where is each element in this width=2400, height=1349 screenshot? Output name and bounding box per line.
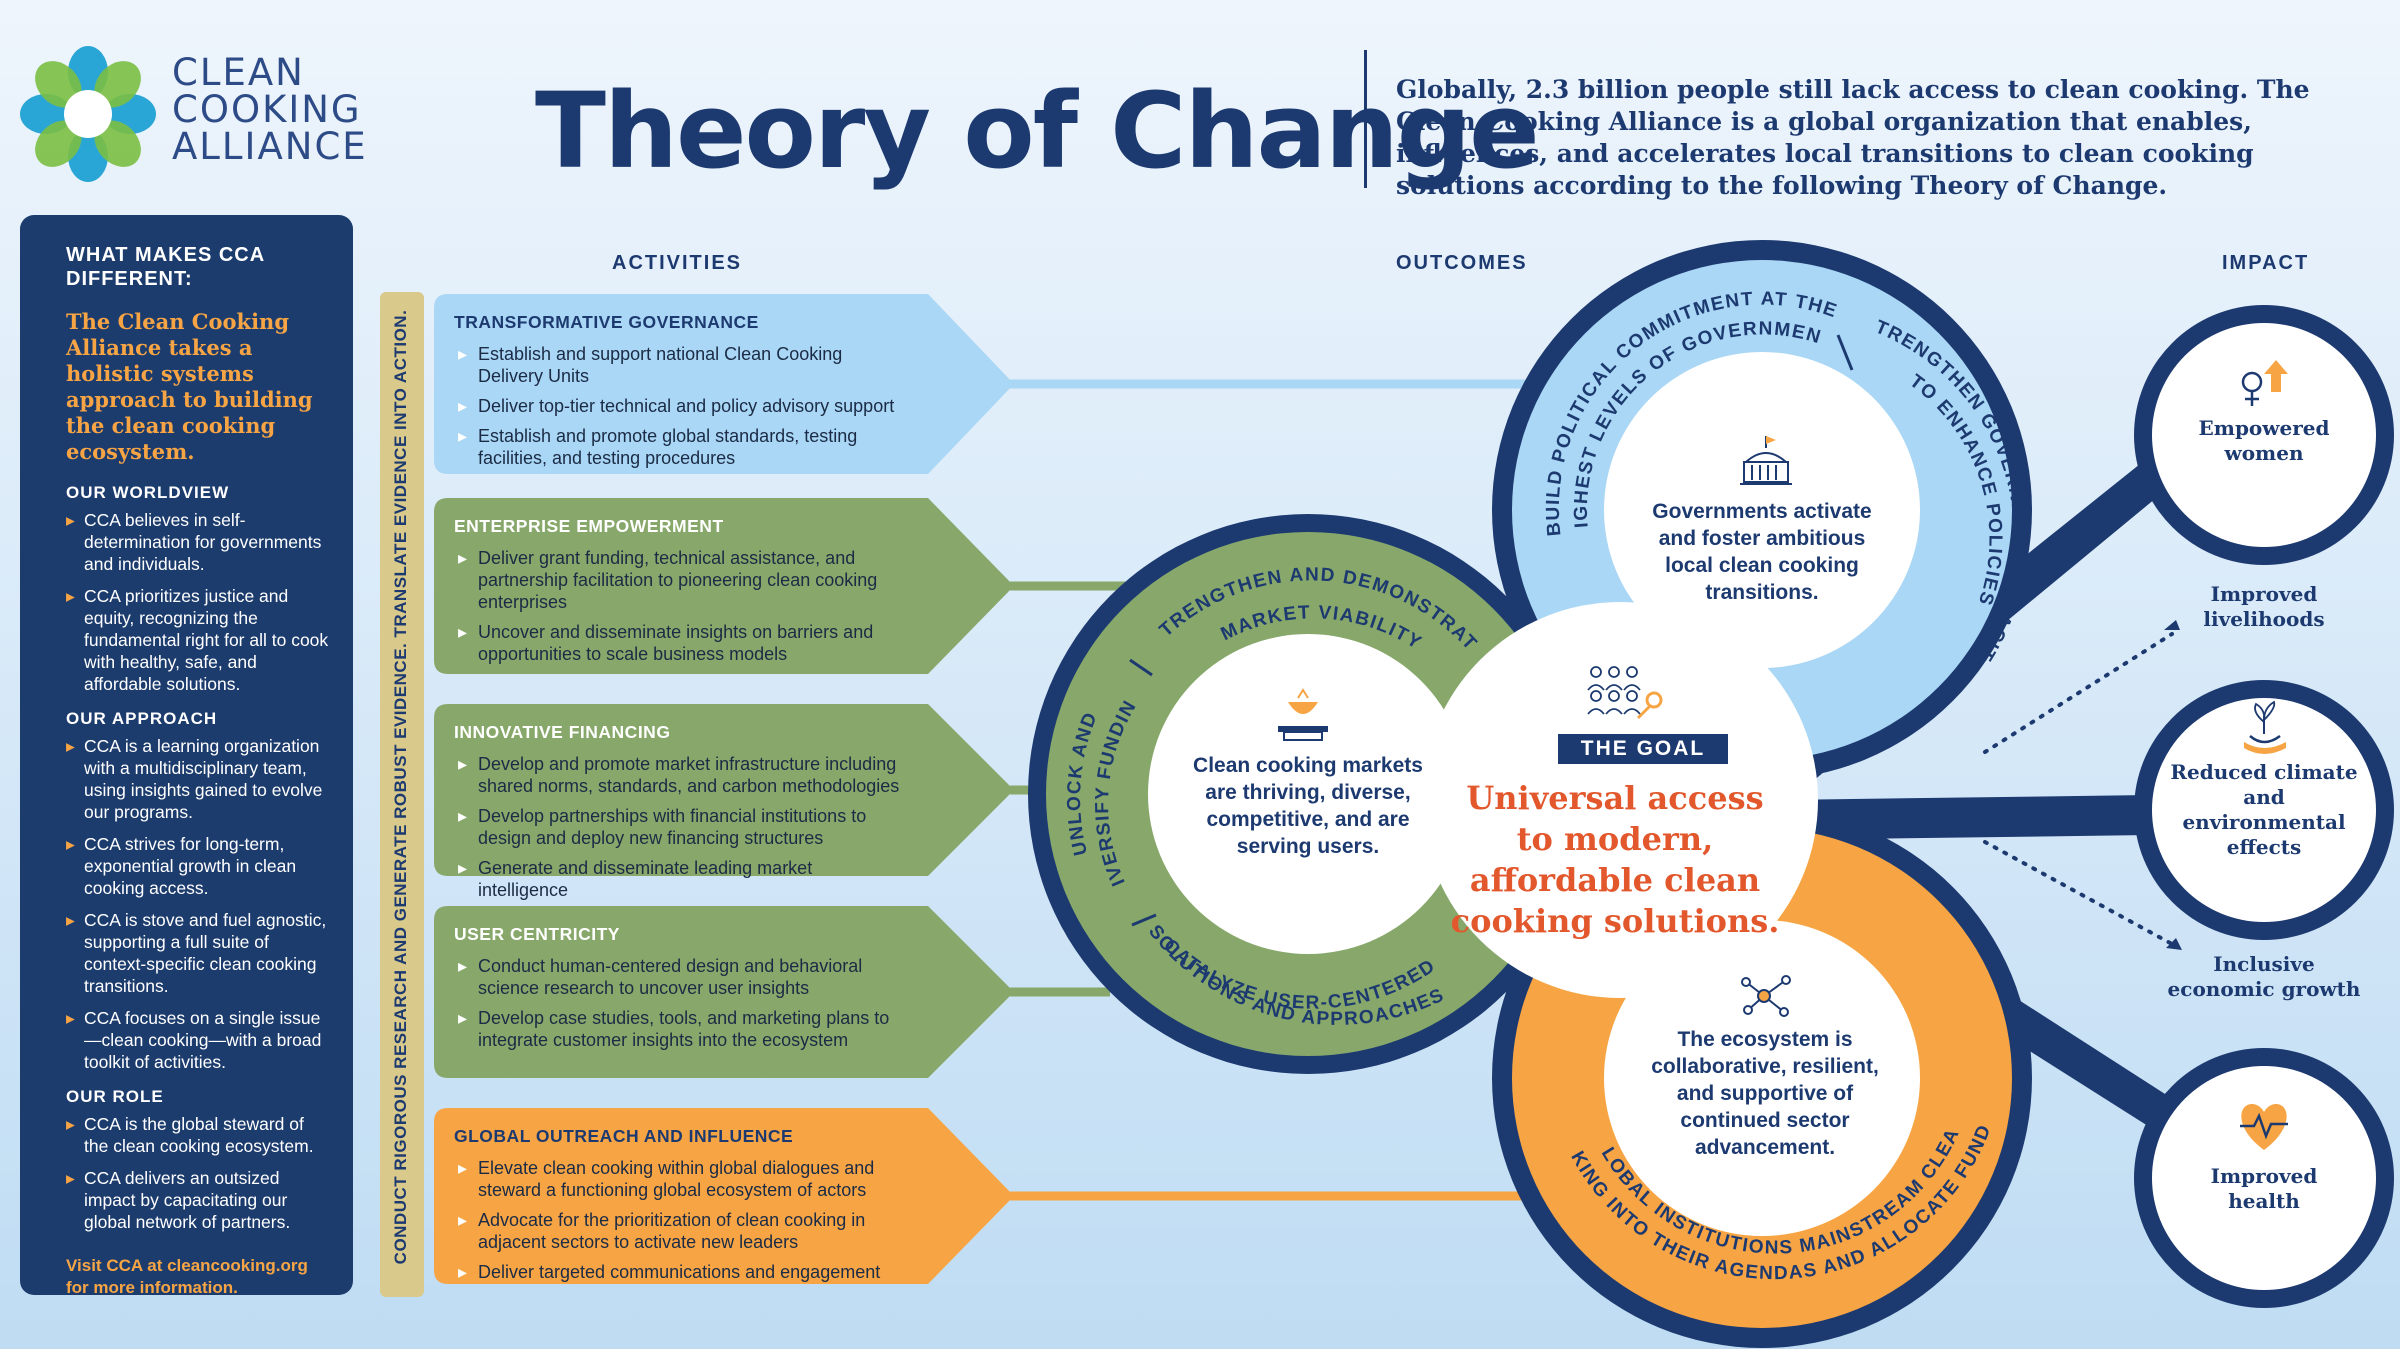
list-item: Develop and promote market infrastructur… <box>454 753 904 797</box>
impact-label-economic-growth: Inclusive economic growth <box>2167 952 2361 1001</box>
activity-title: USER CENTRICITY <box>454 924 620 944</box>
logo-wordmark: CLEAN COOKING ALLIANCE <box>172 54 368 165</box>
logo-line: ALLIANCE <box>172 125 368 168</box>
column-head-activities: ACTIVITIES <box>612 252 743 274</box>
impact-spoke <box>1780 795 2150 840</box>
research-bar <box>380 292 424 1297</box>
activity-title: GLOBAL OUTREACH AND INFLUENCE <box>454 1126 794 1146</box>
impact-label-climate: Reduced climate and environmental effect… <box>2170 760 2358 859</box>
list-item: Deliver targeted communications and enga… <box>454 1261 904 1283</box>
activity-list: Deliver grant funding, technical assista… <box>454 547 904 665</box>
government-outcome-text: Governments activate and foster ambitiou… <box>1652 500 1872 604</box>
activity-list: Establish and support national Clean Coo… <box>454 343 904 469</box>
activity-user-centricity: USER CENTRICITY Conduct human-centered d… <box>434 906 1024 1078</box>
list-item: Deliver grant funding, technical assista… <box>454 547 904 613</box>
title-divider <box>1364 50 1367 188</box>
sidebar-intro: The Clean Cooking Alliance takes a holis… <box>66 309 313 464</box>
ecosystem-center <box>1604 920 1920 1236</box>
sidebar-list: CCA believes in self-determination for g… <box>66 509 331 695</box>
activity-governance: TRANSFORMATIVE GOVERNANCE Establish and … <box>434 294 1024 474</box>
page-title: Theory of Change <box>535 70 1540 192</box>
column-head-outcomes: OUTCOMES <box>1396 252 1528 274</box>
activity-list: Elevate clean cooking within global dial… <box>454 1157 904 1283</box>
logo-line: CLEAN <box>172 51 305 94</box>
ecosystem-outcome-text: The ecosystem is collaborative, resilien… <box>1651 1028 1879 1159</box>
column-head-impact: IMPACT <box>2222 252 2310 274</box>
sidebar-footer-link[interactable]: Visit CCA at cleancooking.org for more i… <box>66 1256 308 1297</box>
sidebar-section-title: OUR APPROACH <box>66 709 218 728</box>
list-item: CCA is a learning organization with a mu… <box>66 735 331 823</box>
list-item: Establish and support national Clean Coo… <box>454 343 904 387</box>
activity-title: ENTERPRISE EMPOWERMENT <box>454 516 724 536</box>
list-item: Uncover and disseminate insights on barr… <box>454 621 904 665</box>
sidebar-section-title: OUR ROLE <box>66 1087 164 1106</box>
list-item: Elevate clean cooking within global dial… <box>454 1157 904 1201</box>
logo-line: COOKING <box>172 88 362 131</box>
activity-outreach: GLOBAL OUTREACH AND INFLUENCE Elevate cl… <box>434 1108 1024 1284</box>
activity-enterprise: ENTERPRISE EMPOWERMENT Deliver grant fun… <box>434 498 1024 674</box>
heart-pulse-icon <box>2240 1104 2288 1150</box>
sidebar-heading: WHAT MAKES CCA DIFFERENT: <box>66 244 265 290</box>
impact-dotted-arrow <box>1983 840 2174 946</box>
goal-label: THE GOAL <box>1558 734 1728 764</box>
people-key-icon <box>1587 666 1663 720</box>
list-item: CCA delivers an outsized impact by capac… <box>66 1167 331 1233</box>
cookstove-icon <box>1278 688 1328 741</box>
impact-label-health: Improved health <box>2210 1164 2318 1213</box>
list-item: Develop case studies, tools, and marketi… <box>454 1007 904 1051</box>
list-item: CCA is the global steward of the clean c… <box>66 1113 331 1157</box>
hand-plant-icon <box>2244 700 2286 754</box>
list-item: Deliver top-tier technical and policy ad… <box>454 395 904 417</box>
government-center <box>1604 352 1920 668</box>
activity-list: Develop and promote market infrastructur… <box>454 753 904 901</box>
list-item: CCA focuses on a single issue—clean cook… <box>66 1007 331 1073</box>
list-item: CCA strives for long-term, exponential g… <box>66 833 331 899</box>
list-item: CCA prioritizes justice and equity, reco… <box>66 585 331 695</box>
list-item: Develop partnerships with financial inst… <box>454 805 904 849</box>
woman-arrow-icon <box>2241 360 2288 406</box>
sidebar-list: CCA is a learning organization with a mu… <box>66 735 331 1073</box>
list-item: Conduct human-centered design and behavi… <box>454 955 904 999</box>
sidebar-panel: WHAT MAKES CCA DIFFERENT: The Clean Cook… <box>20 215 353 1297</box>
activity-list: Conduct human-centered design and behavi… <box>454 955 904 1051</box>
goal-text: Universal access to modern, affordable c… <box>1450 779 1780 940</box>
impact-label-livelihoods: Improved livelihoods <box>2203 582 2325 631</box>
activity-financing: INNOVATIVE FINANCING Develop and promote… <box>434 704 1024 900</box>
list-item: Generate and disseminate leading market … <box>454 857 904 901</box>
list-item: Advocate for the prioritization of clean… <box>454 1209 904 1253</box>
impact-dotted-arrow <box>1983 632 2174 754</box>
activity-title: TRANSFORMATIVE GOVERNANCE <box>454 312 759 332</box>
network-icon <box>1741 975 1791 1017</box>
list-item: CCA believes in self-determination for g… <box>66 509 331 575</box>
list-item: CCA is stove and fuel agnostic, supporti… <box>66 909 331 997</box>
market-center <box>1148 634 1468 954</box>
goal-circle <box>1422 602 1818 998</box>
cca-logo-icon <box>20 46 156 182</box>
intro-paragraph: Globally, 2.3 billion people still lack … <box>1396 75 2310 200</box>
impact-label-women: Empowered women <box>2198 416 2330 465</box>
capitol-icon <box>1740 436 1792 485</box>
list-item: Establish and promote global standards, … <box>454 425 904 469</box>
sidebar-list: CCA is the global steward of the clean c… <box>66 1113 331 1233</box>
market-outcome-text: Clean cooking markets are thriving, dive… <box>1193 754 1423 858</box>
sidebar-section-title: OUR WORLDVIEW <box>66 483 230 502</box>
activity-title: INNOVATIVE FINANCING <box>454 722 671 742</box>
